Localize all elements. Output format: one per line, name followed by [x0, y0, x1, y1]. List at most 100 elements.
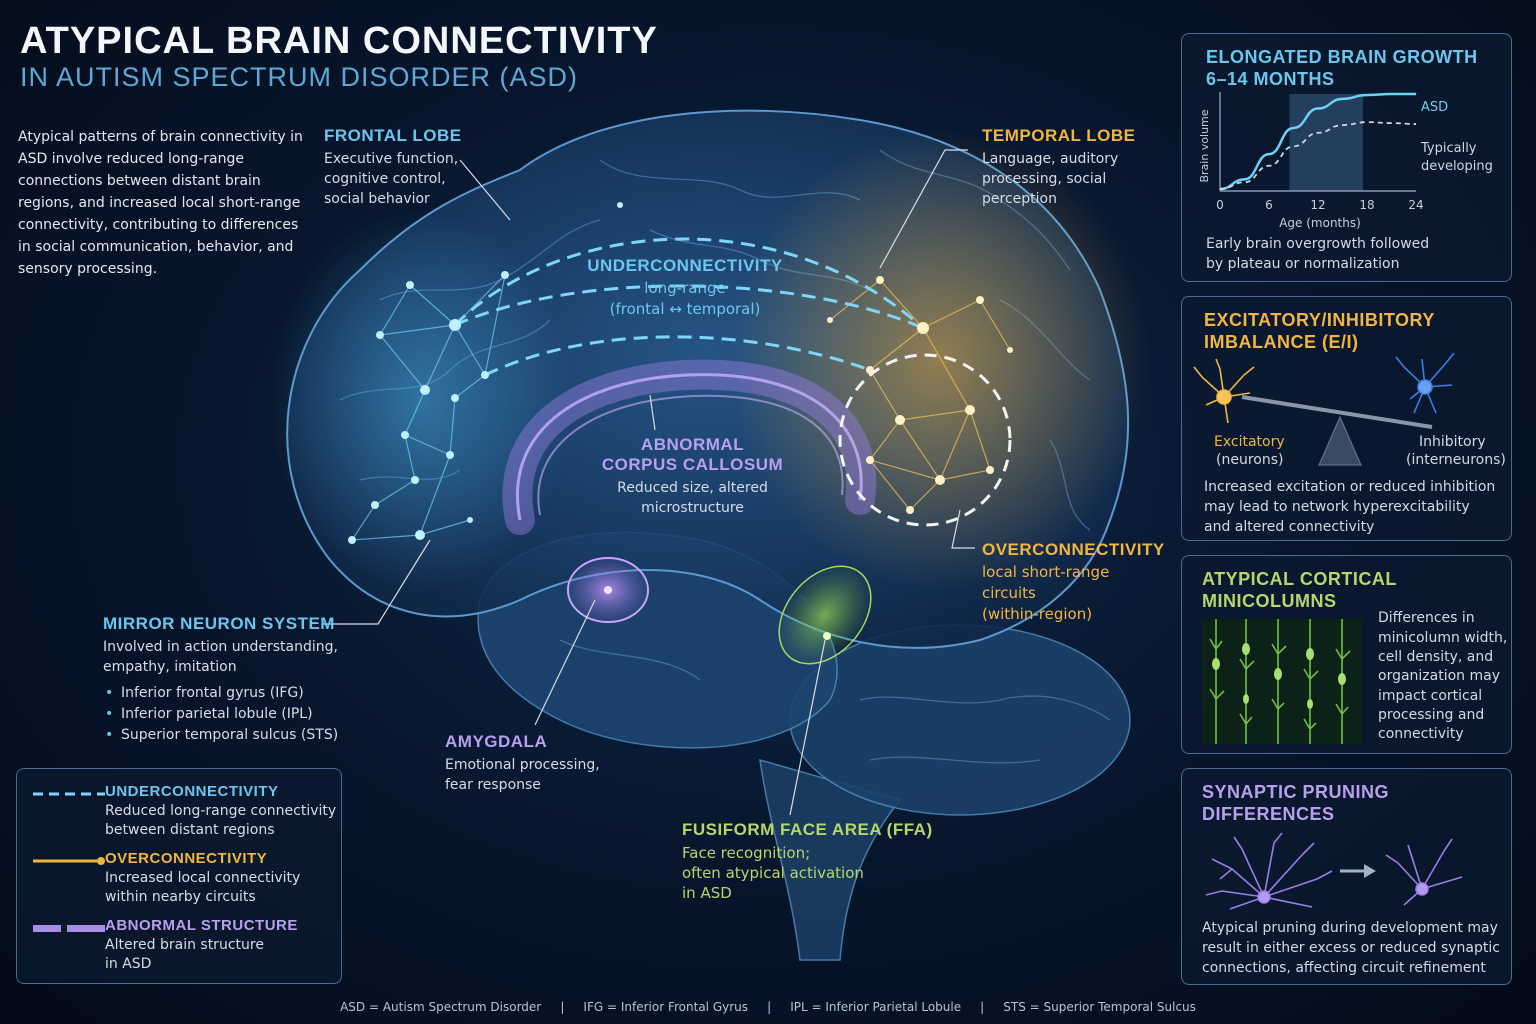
intro-text: Atypical patterns of brain connectivity … [18, 129, 303, 277]
legend-line: in ASD [105, 956, 152, 972]
corpus-line: microstructure [641, 500, 744, 516]
mirror-neuron-label: MIRROR NEURON SYSTEM Involved in action … [103, 614, 338, 746]
underconnectivity-line: (frontal ↔ temporal) [609, 300, 761, 318]
pruning-illustration [1205, 832, 1463, 910]
growth-text: Early brain overgrowth followed [1206, 236, 1430, 252]
x-axis-label: Age (months) [1279, 216, 1361, 230]
minicolumn-illustration [1202, 619, 1362, 744]
overconnectivity-label: OVERCONNECTIVITY local short-range circu… [982, 540, 1165, 625]
ei-title: IMBALANCE (E/I) [1204, 332, 1359, 352]
mirror-neuron-item: Inferior frontal gyrus (IFG) [105, 683, 338, 704]
underconnectivity-paths [453, 237, 924, 377]
minicolumn-panel: ATYPICAL CORTICAL MINICOLUMNS Difference… [1181, 555, 1512, 754]
legend-line: within nearby circuits [105, 889, 256, 905]
brain-stem [759, 758, 902, 961]
temporal-network [829, 279, 1011, 511]
pruning-title: SYNAPTIC PRUNING [1202, 782, 1390, 802]
overconnectivity-line: circuits [982, 584, 1036, 602]
temporal-nodes [827, 276, 1013, 514]
inhibitory-neuron-icon [1395, 352, 1455, 414]
ffa-region [778, 565, 872, 665]
ffa-line: Face recognition; [682, 844, 811, 862]
amygdala-label: AMYGDALA Emotional processing, fear resp… [445, 732, 600, 795]
overconnectivity-line: (within-region) [982, 605, 1093, 623]
mirror-neuron-list: Inferior frontal gyrus (IFG) Inferior pa… [103, 683, 338, 746]
frontal-lobe-line: Executive function, [324, 151, 459, 167]
legend-panel: UNDERCONNECTIVITY Reduced long-range con… [16, 768, 342, 984]
legend-item-structure: ABNORMAL STRUCTURE Altered brain structu… [105, 917, 298, 974]
y-axis-label: Brain volume [1198, 109, 1211, 182]
minicolumn-text: Differences in [1378, 610, 1475, 626]
minicolumn-text: processing and [1378, 707, 1485, 723]
legend-item-under: UNDERCONNECTIVITY Reduced long-range con… [105, 783, 336, 840]
mirror-neuron-item: Inferior parietal lobule (IPL) [105, 704, 338, 725]
page-subtitle: IN AUTISM SPECTRUM DISORDER (ASD) [20, 62, 579, 92]
legend-title: UNDERCONNECTIVITY [105, 783, 279, 800]
amygdala-line: fear response [445, 777, 541, 793]
excitatory-label: Excitatory [1214, 434, 1285, 450]
x-tick-label: 24 [1408, 198, 1423, 212]
ffa-line: often atypical activation [682, 864, 864, 882]
series-td-line [1219, 121, 1417, 190]
legend-purple-bar [33, 925, 61, 932]
legend-title: OVERCONNECTIVITY [105, 850, 268, 867]
page-title: ATYPICAL BRAIN CONNECTIVITY [20, 20, 658, 62]
footer-abbreviations: ASD = Autism Spectrum Disorder | IFG = I… [340, 1000, 1196, 1014]
x-tick-label: 18 [1359, 198, 1374, 212]
dense-neuron-icon [1205, 832, 1333, 910]
temporal-lobe-line: perception [982, 191, 1057, 207]
legend-swatches [33, 792, 105, 932]
mirror-neuron-title: MIRROR NEURON SYSTEM [103, 614, 335, 633]
x-tick-label: 6 [1265, 198, 1273, 212]
mirror-neuron-line: empathy, imitation [103, 659, 237, 675]
pruning-panel: SYNAPTIC PRUNING DIFFERENCES Atypical pr… [1181, 768, 1512, 985]
legend-title: ABNORMAL STRUCTURE [105, 917, 298, 934]
ei-illustration [1193, 352, 1455, 466]
legend-line: Increased local connectivity [105, 870, 301, 886]
corpus-callosum [502, 359, 877, 535]
minicolumn-text: minicolumn width, [1378, 630, 1508, 646]
series-td-label: Typically [1420, 141, 1477, 156]
frontal-lobe-line: cognitive control, [324, 171, 446, 187]
balance-beam [1241, 395, 1433, 429]
temporal-lobe-line: processing, social [982, 171, 1107, 187]
ei-text: Increased excitation or reduced inhibiti… [1204, 479, 1496, 495]
ffa-node [823, 632, 831, 640]
underconnectivity-label: UNDERCONNECTIVITY long-range (frontal ↔ … [570, 256, 800, 320]
highlight-band [1289, 94, 1363, 191]
overconnectivity-title: OVERCONNECTIVITY [982, 540, 1165, 559]
pruning-text: Atypical pruning during development may [1202, 920, 1498, 936]
minicolumn-text: impact cortical [1378, 688, 1483, 704]
balance-fulcrum [1318, 415, 1362, 466]
inhibitory-sublabel: (interneurons) [1406, 452, 1506, 468]
legend-gold-node [97, 857, 105, 865]
pruned-neuron-icon [1385, 838, 1463, 906]
minicolumn-fibers [1209, 619, 1351, 744]
series-asd-line [1219, 92, 1416, 191]
mirror-neuron-line: Involved in action understanding, [103, 639, 338, 655]
growth-title: ELONGATED BRAIN GROWTH [1206, 47, 1478, 67]
corpus-title: CORPUS CALLOSUM [601, 455, 784, 474]
ei-panel: EXCITATORY/INHIBITORY IMBALANCE (E/I) Ex… [1181, 296, 1512, 541]
growth-text: by plateau or normalization [1206, 256, 1400, 272]
excitatory-neuron-icon [1193, 358, 1255, 424]
amygdala-title: AMYGDALA [445, 732, 548, 751]
legend-line: between distant regions [105, 822, 275, 838]
x-tick-label: 12 [1310, 198, 1325, 212]
legend-line: Altered brain structure [105, 937, 264, 953]
minicolumn-text: connectivity [1378, 726, 1464, 742]
temporal-glow [730, 130, 1150, 590]
frontal-lobe-line: social behavior [324, 191, 430, 207]
temporal-lobe-label: TEMPORAL LOBE Language, auditory process… [982, 126, 1136, 209]
minicolumn-title: ATYPICAL CORTICAL [1202, 569, 1397, 589]
pruning-title: DIFFERENCES [1202, 804, 1335, 824]
frontal-nodes [348, 202, 623, 544]
ei-text: and altered connectivity [1204, 519, 1375, 535]
growth-title: 6–14 MONTHS [1206, 69, 1335, 89]
legend-purple-bar [67, 925, 105, 932]
amygdala-line: Emotional processing, [445, 757, 600, 773]
temporal-lobe-title: TEMPORAL LOBE [982, 126, 1136, 145]
ffa-line: in ASD [682, 884, 732, 902]
